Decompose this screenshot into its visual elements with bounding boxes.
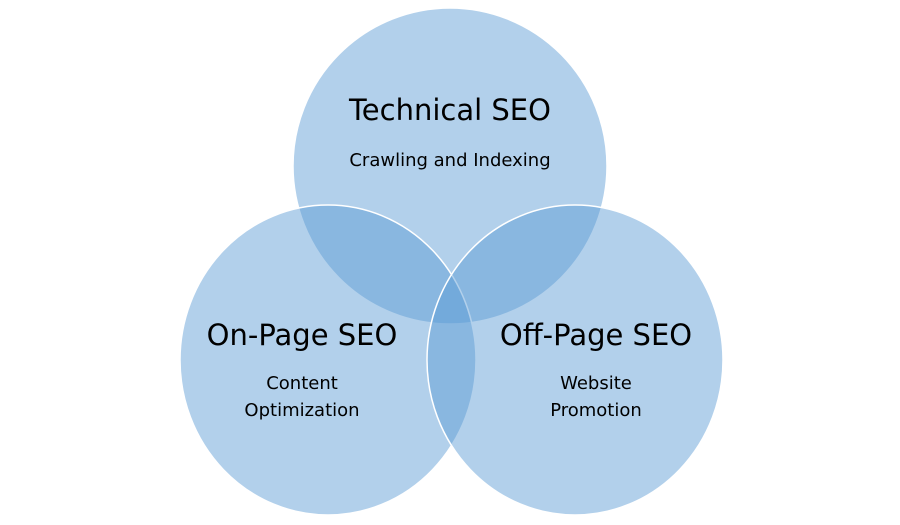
circle-technical-seo <box>292 7 608 325</box>
technical-seo-title: Technical SEO <box>349 93 551 127</box>
on-page-seo-subtitle-line-2: Optimization <box>244 400 360 421</box>
off-page-seo-subtitle-line-1: Website <box>560 373 632 394</box>
technical-seo-subtitle: Crawling and Indexing <box>349 150 551 171</box>
circle-off-page-seo <box>426 204 724 516</box>
off-page-seo-title: Off-Page SEO <box>499 318 693 352</box>
off-page-seo-subtitle-line-2: Promotion <box>550 400 642 421</box>
on-page-seo-title: On-Page SEO <box>206 318 398 352</box>
circle-on-page-seo <box>179 204 477 516</box>
on-page-seo-subtitle-line-1: Content <box>266 373 338 394</box>
